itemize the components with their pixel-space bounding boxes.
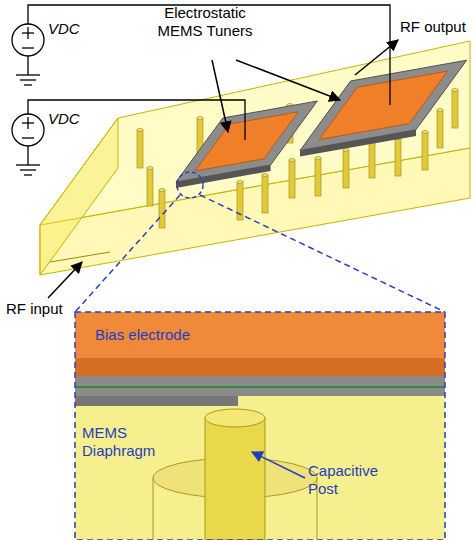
tuner-frame: [300, 60, 467, 150]
port-label: RF input: [6, 300, 76, 318]
leader-arrow: [252, 452, 305, 478]
port-label: RF output: [400, 18, 474, 36]
part-label: Capacitive Post: [308, 462, 408, 498]
inset-view: [75, 312, 445, 540]
voltage-source: [12, 5, 390, 105]
voltage-label: VDC: [48, 20, 108, 38]
component-label: Electrostatic MEMS Tuners: [150, 4, 260, 40]
waveguide-slot: [50, 252, 110, 262]
leader-arrow: [355, 40, 398, 75]
voltage-label: VDC: [48, 110, 108, 128]
waveguide-end: [40, 118, 118, 275]
leader-arrow: [212, 60, 228, 132]
bias-electrode: [195, 112, 298, 171]
layer-label: Bias electrode: [95, 326, 245, 344]
zoom-circle: [177, 172, 203, 198]
zoom-line: [200, 195, 445, 312]
bias-electrode: [319, 71, 448, 140]
waveguide-top: [40, 41, 470, 225]
zoom-line: [75, 195, 180, 312]
leader-arrow: [48, 262, 82, 298]
tuner-frame: [176, 101, 317, 182]
layer-label: MEMS Diaphragm: [82, 424, 182, 460]
leader-arrow: [236, 60, 340, 100]
voltage-source: [12, 100, 245, 175]
